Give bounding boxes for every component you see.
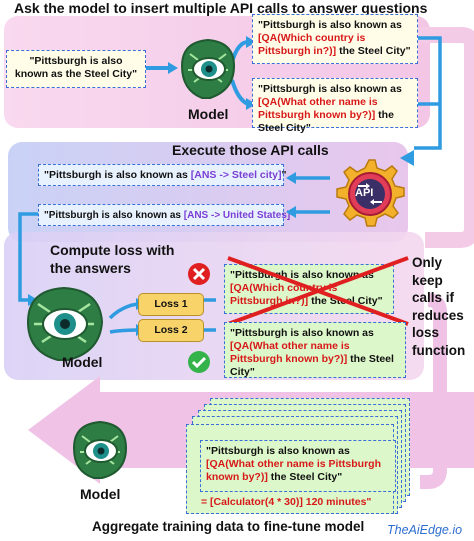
kept-call-box-post: the Steel City" [230,353,394,378]
compute-title-1: Compute loss with [50,242,175,258]
api-call-box-2: "Pittsburgh is also known as [QA(What ot… [252,78,418,134]
api-call-box-2-call: [QA(What other name is Pittsburgh known … [258,96,378,121]
stack-card-front-post: the Steel City" [267,471,343,483]
model-brain-icon-2 [26,286,104,361]
stack-card-front-pre: "Pittsburgh is also known as [206,445,350,457]
api-call-box-1-pre: "Pittsburgh is also known as [258,19,402,31]
api-call-box-1-post: the Steel City" [336,45,411,57]
api-label: API [355,187,374,199]
rejected-call-box-call: [QA(Which country is Pittsburgh in?)] [230,282,338,307]
api-call-box-2-pre: "Pittsburgh is also known as [258,83,402,95]
only-keep-line-5: function [412,342,466,358]
reject-cross-icon [188,263,210,285]
model-label-1: Model [188,106,229,122]
api-gear-icon [336,159,405,227]
stack-card-front: "Pittsburgh is also known as [QA(What ot… [200,440,396,492]
model-brain-icon [180,38,236,99]
answer-box-2-pre: "Pittsburgh is also known as [44,210,184,221]
answer-box-1-pre: "Pittsburgh is also known as [44,169,191,181]
api-call-box-2-post: the Steel City" [258,109,394,134]
input-text-box: "Pittsburgh is also known as the Steel C… [6,50,146,88]
execute-title: Execute those API calls [172,142,329,158]
answer-box-1-ans: [ANS -> Steel city] [190,169,282,181]
model-label-3: Model [80,486,121,502]
api-call-box-1-call: [QA(Which country is Pittsburgh in?)] [258,32,366,57]
model-label-2: Model [62,354,103,370]
kept-call-box: "Pittsburgh is also known as [QA(What ot… [224,322,406,378]
aggregate-title: Aggregate training data to fine-tune mod… [92,519,365,534]
only-keep-note: Only keep calls if reduces loss function [412,254,474,359]
calculator-line: = [Calculator(4 * 30)] 120 minutes" [201,496,371,509]
compute-title-2: the answers [50,260,131,276]
answer-box-2: "Pittsburgh is also known as [ANS -> Uni… [38,204,295,226]
only-keep-line-3: reduces [412,307,464,323]
answer-box-2-ans: [ANS -> United States] [183,210,291,221]
loss-2-badge: Loss 2 [138,319,204,342]
strike-through-cross [227,256,409,326]
api-call-box-1: "Pittsburgh is also known as [QA(Which c… [252,14,418,64]
top-title: Ask the model to insert multiple API cal… [14,0,428,16]
only-keep-line-1: Only keep [412,255,443,288]
only-keep-line-2: calls if [412,290,455,305]
loss-1-badge: Loss 1 [138,293,204,316]
calculator-call: = [Calculator(4 * 30)] 120 minutes" [201,496,372,508]
accept-check-icon [188,351,210,373]
only-keep-line-4: loss [412,325,440,340]
answer-box-1: "Pittsburgh is also known as [ANS -> Ste… [38,164,287,186]
input-text: "Pittsburgh is also known as the Steel C… [14,55,138,80]
answer-box-1-post: " [281,169,287,181]
brand-logo-text: TheAiEdge.io [387,523,463,537]
model-brain-icon-3 [72,420,128,479]
kept-call-box-call: [QA(What other name is Pittsburgh known … [230,340,350,365]
stack-card-front-call: [QA(What other name is Pittsburgh known … [206,458,382,483]
kept-call-box-pre: "Pittsburgh is also known as [230,327,374,339]
